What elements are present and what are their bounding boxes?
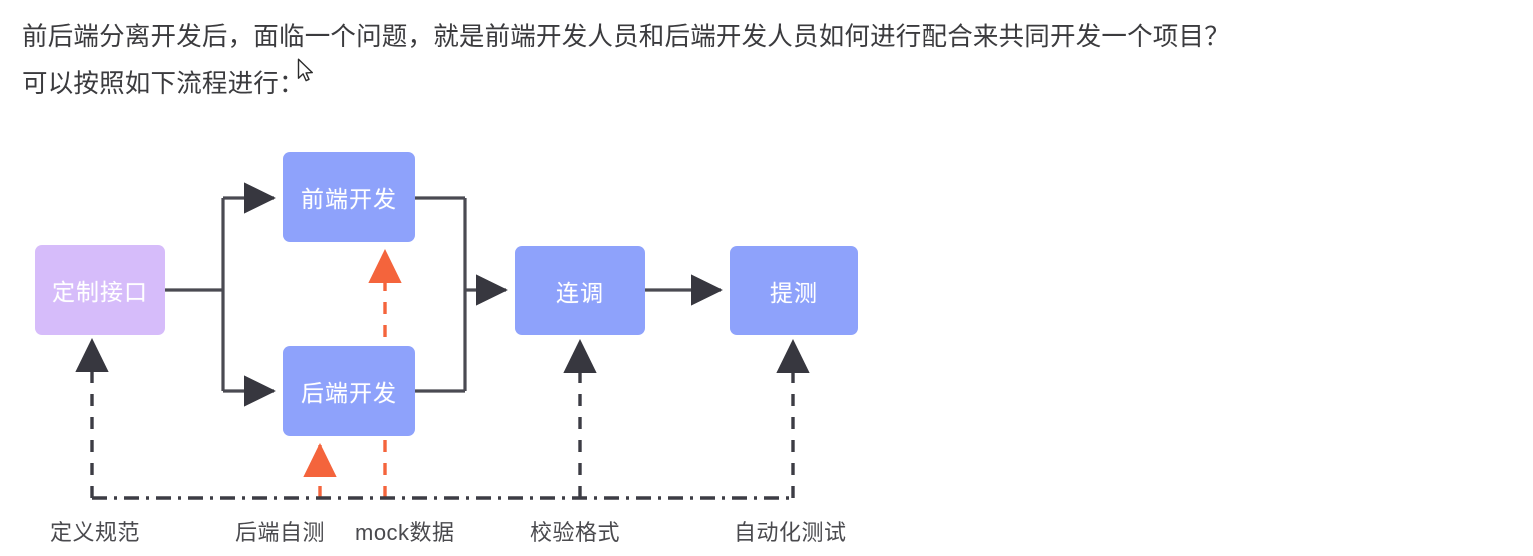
article-text: 前后端分离开发后，面临一个问题，就是前端开发人员和后端开发人员如何进行配合来共同… [22, 14, 1522, 108]
label-auto-test: 自动化测试 [734, 520, 847, 545]
flowchart: 定制接口 前端开发 后端开发 连调 提测 定义规范 后端自测 mock数据 校验… [0, 128, 1000, 556]
node-label: 提测 [770, 279, 818, 306]
prose-line-1: 前后端分离开发后，面临一个问题，就是前端开发人员和后端开发人员如何进行配合来共同… [22, 23, 1230, 51]
label-backend-self-test: 后端自测 [235, 520, 326, 545]
node-joint-debug[interactable]: 连调 [515, 246, 645, 335]
node-backend-dev[interactable]: 后端开发 [283, 346, 415, 436]
label-define-spec: 定义规范 [50, 520, 141, 545]
flowchart-connectors [75, 182, 810, 500]
label-mock-data: mock数据 [355, 520, 455, 545]
node-label: 后端开发 [301, 380, 397, 406]
node-label: 前端开发 [301, 186, 397, 212]
label-verify-format: 校验格式 [530, 520, 621, 545]
node-frontend-dev[interactable]: 前端开发 [283, 152, 415, 242]
node-submit-test[interactable]: 提测 [730, 246, 858, 335]
node-label: 连调 [556, 279, 604, 306]
node-label: 定制接口 [52, 279, 148, 305]
prose-line-2: 可以按照如下流程进行： [22, 70, 305, 98]
node-define-api[interactable]: 定制接口 [35, 245, 165, 335]
